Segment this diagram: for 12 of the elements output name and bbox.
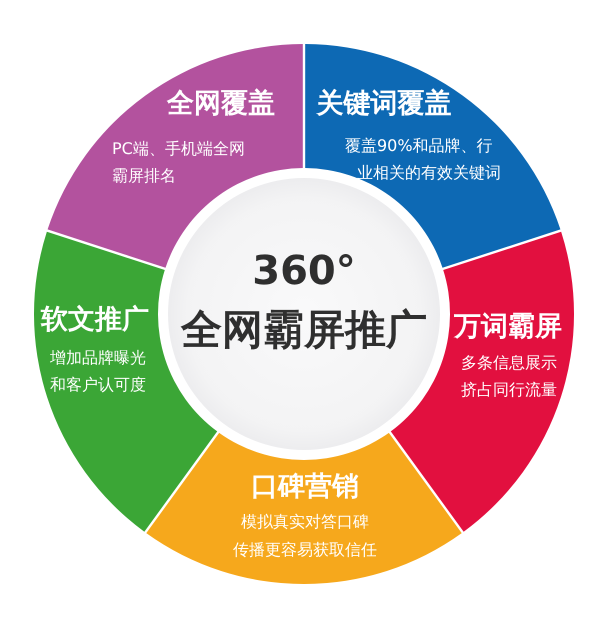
segment-title: 软文推广 — [41, 304, 149, 336]
segment-description: 多条信息展示挤占同行流量 — [461, 352, 557, 400]
segment-title: 口碑营销 — [251, 471, 359, 503]
center-heading: 全网霸屏推广 — [181, 306, 427, 354]
segment-title: 关键词覆盖 — [316, 88, 452, 120]
segment-description: 增加品牌曝光和客户认可度 — [50, 346, 146, 396]
segment-title: 万词霸屏 — [454, 311, 562, 343]
segment-description: PC端、手机端全网霸屏排名 — [112, 138, 245, 186]
segment-description: 模拟真实对答口碑传播更容易获取信任 — [233, 511, 377, 561]
center-heading: 360° — [252, 248, 356, 294]
segment-description: 覆盖90%和品牌、行业相关的有效关键词 — [345, 134, 501, 184]
segment-title: 全网覆盖 — [167, 88, 275, 120]
